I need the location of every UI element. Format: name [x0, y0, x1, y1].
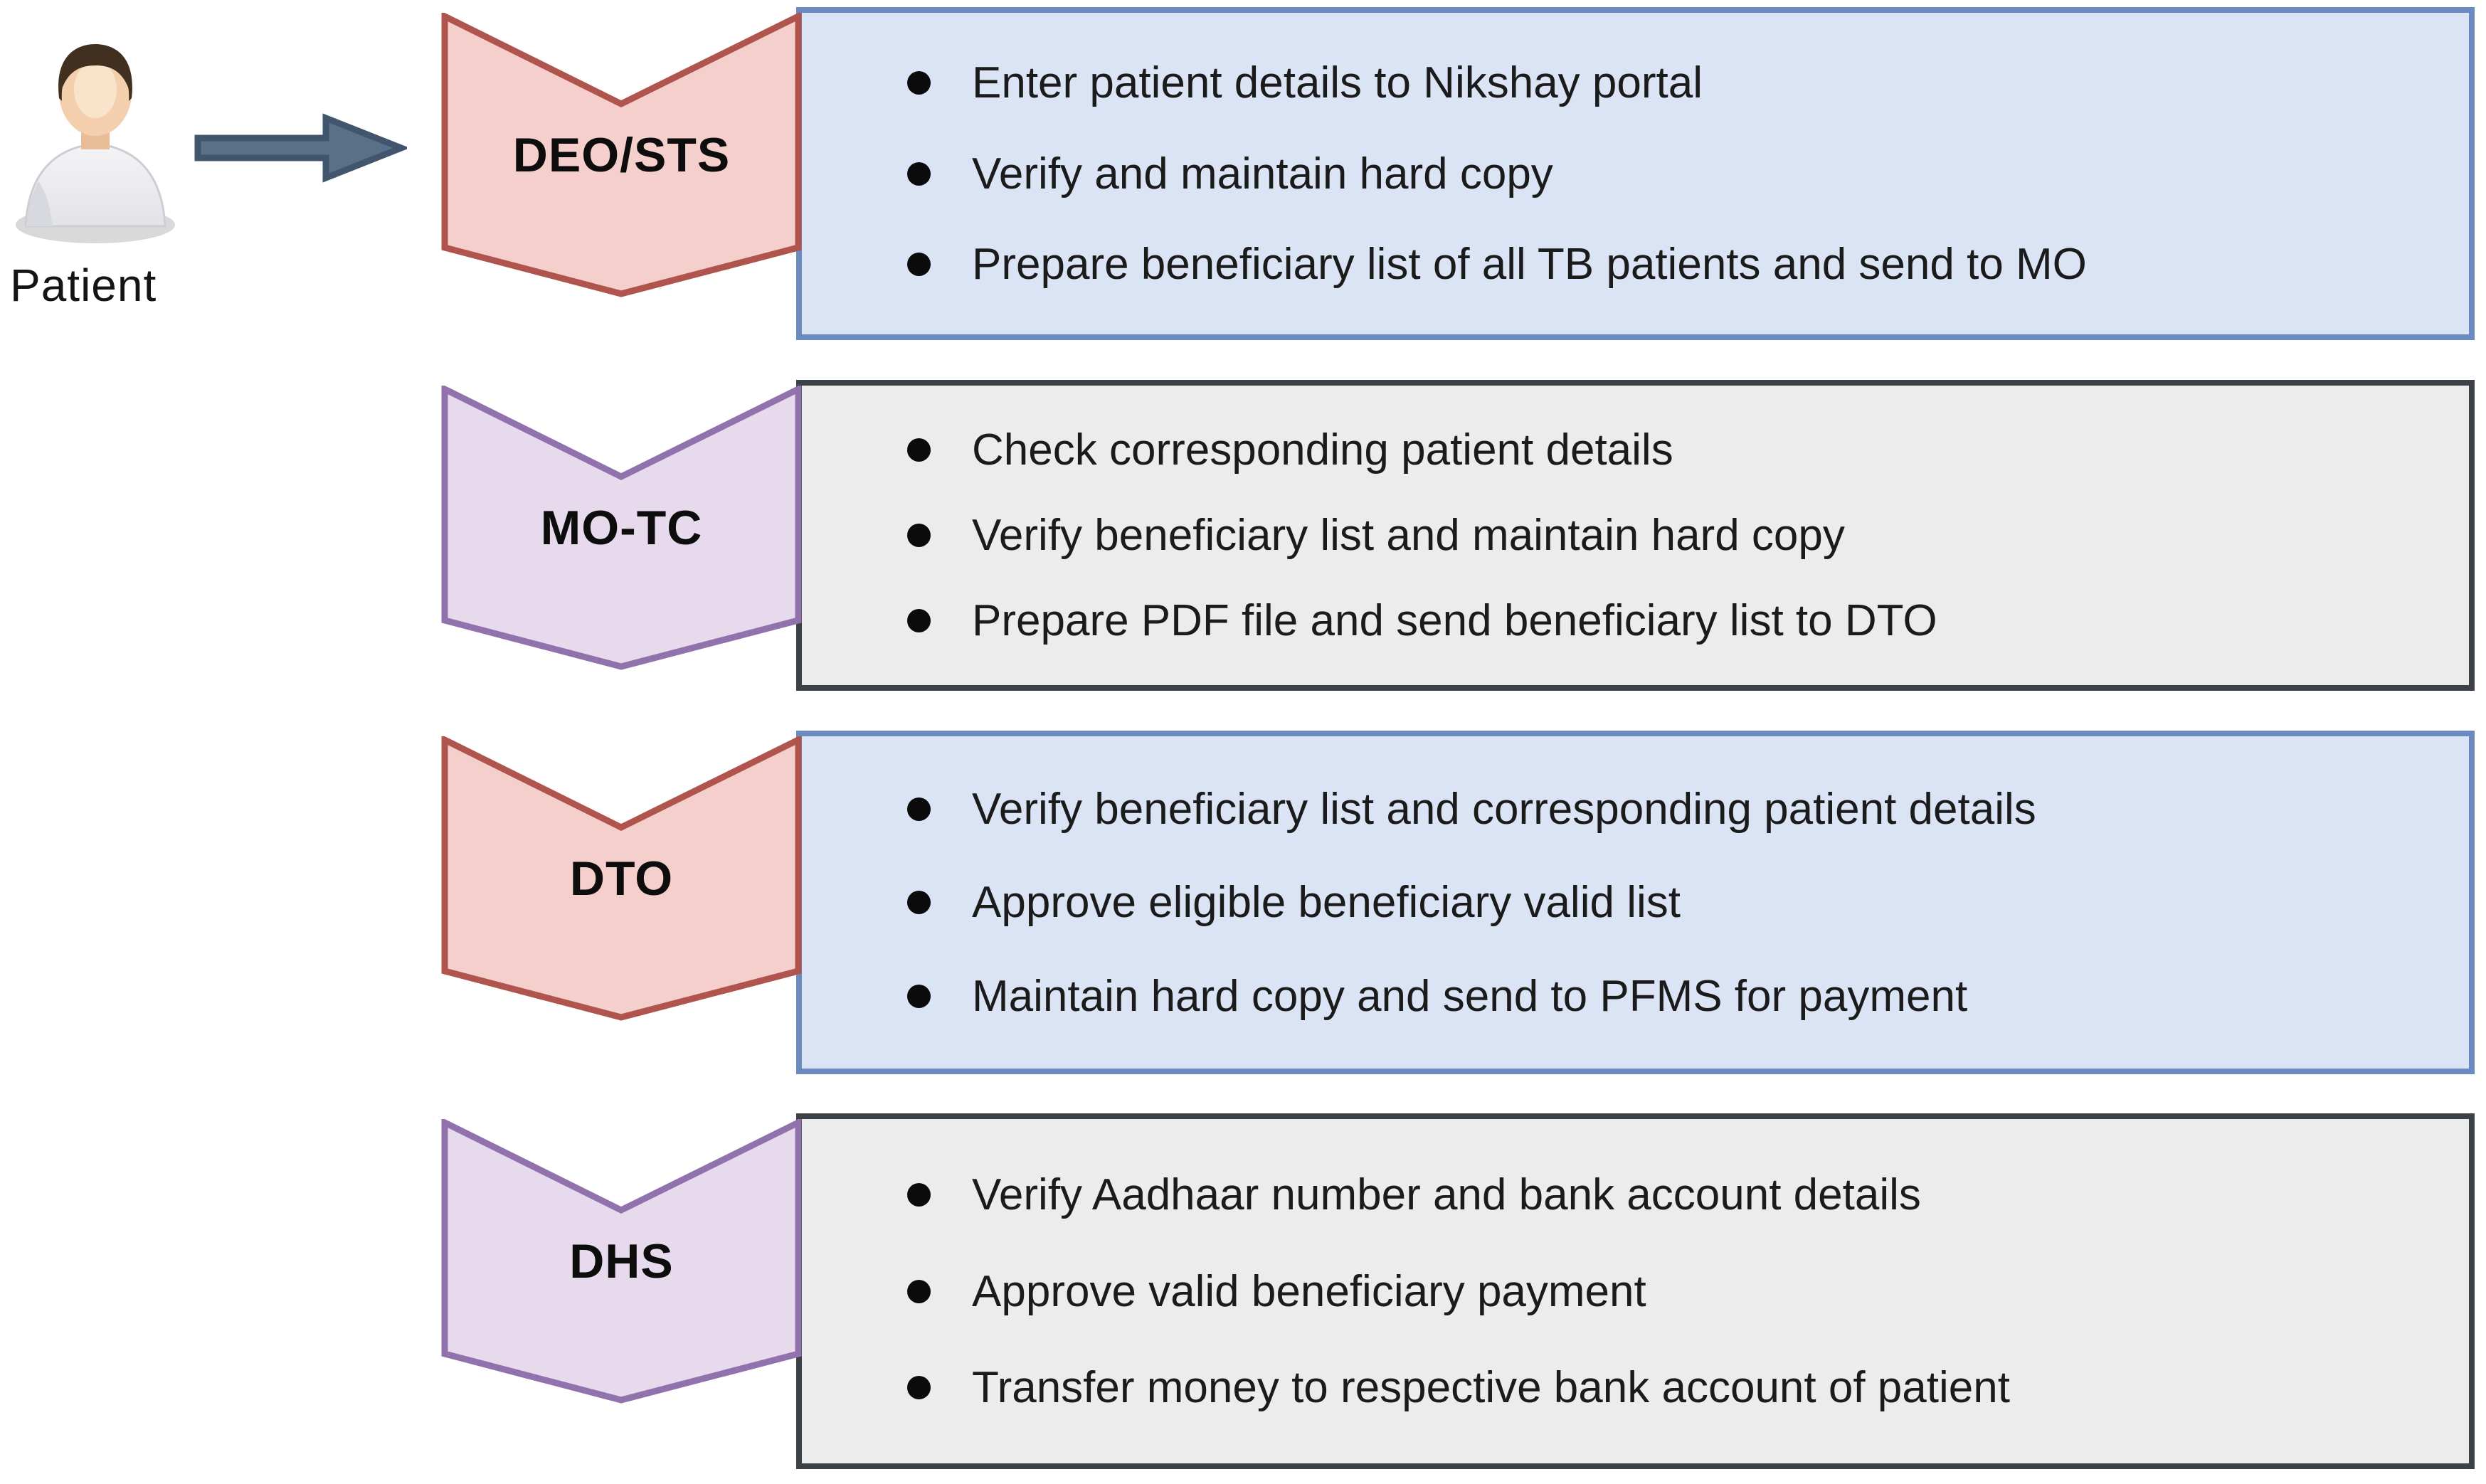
bullet-icon [907, 70, 931, 95]
stage-label: DHS [569, 1234, 674, 1288]
task-text: Verify beneficiary list and maintain har… [972, 511, 1845, 560]
task-list: Enter patient details to Nikshay portal … [830, 17, 2440, 330]
stage-chevron: DTO [441, 736, 802, 1021]
right-arrow-icon [194, 113, 407, 183]
list-item: Verify beneficiary list and correspondin… [907, 784, 2440, 834]
stage-chevron: DEO/STS [441, 13, 802, 297]
patient-label: Patient [10, 260, 157, 311]
list-item: Prepare PDF file and send beneficiary li… [907, 595, 2440, 646]
bullet-icon [907, 1279, 931, 1303]
task-list: Check corresponding patient details Veri… [830, 390, 2440, 681]
bullet-icon [907, 1376, 931, 1400]
stage-label: DTO [569, 852, 674, 906]
bullet-icon [907, 1182, 931, 1207]
bullet-icon [907, 609, 931, 632]
task-text: Verify and maintain hard copy [972, 149, 1553, 198]
bullet-icon [907, 253, 931, 277]
task-box: Enter patient details to Nikshay portal … [796, 7, 2475, 340]
bullet-icon [907, 438, 931, 462]
list-item: Approve eligible beneficiary valid list [907, 877, 2440, 928]
hair-side-left [59, 70, 67, 101]
task-text: Transfer money to respective bank accoun… [972, 1363, 2010, 1413]
list-item: Prepare beneficiary list of all TB patie… [907, 239, 2440, 290]
hair-side-right [124, 70, 132, 101]
bullet-icon [907, 797, 931, 821]
task-text: Verify Aadhaar number and bank account d… [972, 1170, 1921, 1219]
chevron-shape [441, 1119, 802, 1404]
task-box: Verify beneficiary list and correspondin… [796, 731, 2475, 1074]
stage-label: MO-TC [540, 501, 703, 555]
list-item: Check corresponding patient details [907, 425, 2440, 475]
list-item: Transfer money to respective bank accoun… [907, 1362, 2440, 1413]
task-text: Verify beneficiary list and correspondin… [972, 784, 2036, 834]
stage-chevron: DHS [441, 1119, 802, 1404]
list-item: Verify Aadhaar number and bank account d… [907, 1170, 2440, 1220]
list-item: Verify and maintain hard copy [907, 149, 2440, 199]
hair [58, 44, 132, 98]
task-text: Enter patient details to Nikshay portal [972, 58, 1703, 107]
task-text: Check corresponding patient details [972, 425, 1673, 475]
chevron-shape [441, 13, 802, 297]
task-list: Verify Aadhaar number and bank account d… [830, 1123, 2440, 1459]
chevron-shape [441, 736, 802, 1021]
list-item: Approve valid beneficiary payment [907, 1266, 2440, 1317]
bullet-icon [907, 984, 931, 1008]
task-list: Verify beneficiary list and correspondin… [830, 741, 2440, 1064]
face-highlight [74, 61, 117, 118]
task-text: Prepare beneficiary list of all TB patie… [972, 240, 2087, 290]
task-text: Approve valid beneficiary payment [972, 1266, 1646, 1316]
task-text: Prepare PDF file and send beneficiary li… [972, 596, 1937, 645]
stage-label: DEO/STS [512, 128, 731, 182]
patient-figure: Patient [10, 36, 223, 312]
task-box: Check corresponding patient details Veri… [796, 380, 2475, 691]
task-text: Maintain hard copy and send to PFMS for … [972, 971, 1968, 1021]
chevron-shape [441, 386, 802, 670]
list-item: Enter patient details to Nikshay portal [907, 58, 2440, 108]
person-icon [16, 44, 175, 243]
torso [24, 142, 166, 228]
task-text: Approve eligible beneficiary valid list [972, 878, 1681, 927]
bullet-icon [907, 524, 931, 547]
bullet-icon [907, 891, 931, 914]
list-item: Maintain hard copy and send to PFMS for … [907, 971, 2440, 1022]
bullet-icon [907, 161, 931, 186]
list-item: Verify beneficiary list and maintain har… [907, 510, 2440, 561]
arm-shading [26, 181, 53, 226]
task-box: Verify Aadhaar number and bank account d… [796, 1113, 2475, 1469]
stage-chevron: MO-TC [441, 386, 802, 670]
